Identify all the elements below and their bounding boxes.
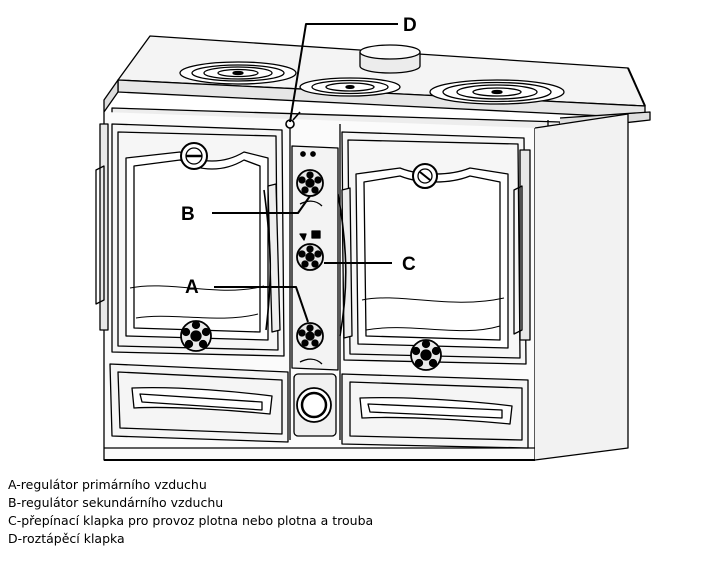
left-door-rosette: [180, 320, 212, 352]
callout-c: C: [402, 254, 416, 275]
legend-item-a: A-regulátor primárního vzduchu: [8, 477, 207, 492]
primary-air-regulator-knob: [296, 322, 324, 350]
right-door-rosette: [410, 339, 442, 371]
right-drawer: [341, 373, 529, 449]
leader-lines: [212, 23, 398, 323]
hot-plate-middle: [299, 77, 401, 97]
right-door-knob: [412, 163, 438, 189]
left-door-knob: [180, 142, 208, 170]
secondary-air-regulator-knob: [296, 169, 324, 197]
legend-item-d: D-roztápěcí klapka: [8, 531, 125, 546]
leader-line-b: [212, 195, 311, 214]
callout-b: B: [181, 204, 195, 225]
flap-switch-knob: [296, 243, 324, 271]
ash-door-dial: [293, 373, 337, 437]
callout-d: D: [403, 15, 417, 36]
legend-item-b: B-regulátor sekundárního vzduchu: [8, 495, 224, 510]
legend-item-c: C-přepínací klapka pro provoz plotna neb…: [8, 513, 374, 528]
hot-plate-right: [429, 79, 565, 105]
right-oven-door: [337, 131, 531, 365]
legend: A-regulátor primárního vzduchu B-regulát…: [8, 476, 373, 548]
left-oven-door: [95, 123, 285, 357]
hot-plate-left: [179, 61, 297, 85]
callout-a: A: [185, 277, 199, 298]
flue-collar: [359, 44, 421, 74]
leader-line-a: [214, 286, 309, 323]
leader-line-d: [289, 23, 398, 123]
left-drawer: [109, 363, 289, 443]
